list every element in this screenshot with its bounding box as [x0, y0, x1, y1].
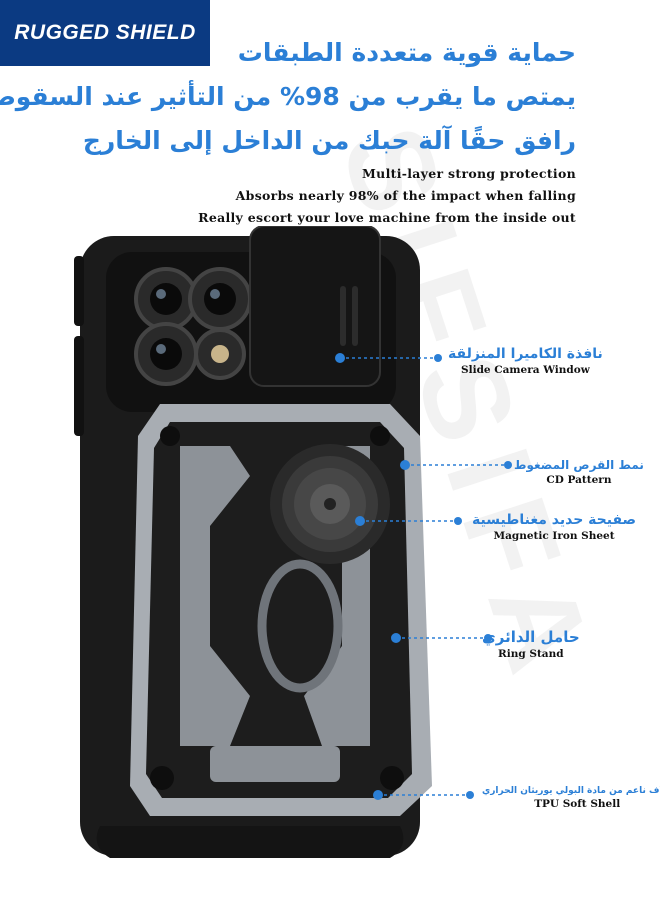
callout-label-en: Ring Stand: [498, 648, 564, 660]
armor-plate: [130, 404, 432, 816]
callout-label-ar: نمط القرص المضغوط: [514, 458, 644, 472]
callout-label-en: TPU Soft Shell: [534, 798, 621, 810]
headline-ar-1: حماية قوية متعددة الطبقات: [237, 38, 576, 67]
callout-label-ar: نافذة الكاميرا المنزلقة: [448, 346, 603, 362]
callout-slide-camera-window: نافذة الكاميرا المنزلقة Slide Camera Win…: [448, 346, 603, 376]
callout-cd-pattern: نمط القرص المضغوط CD Pattern: [514, 458, 644, 486]
brand-badge: RUGGED SHIELD: [0, 0, 210, 66]
headline-en-3: Really escort your love machine from the…: [198, 210, 576, 225]
brand-badge-label: RUGGED SHIELD: [14, 21, 196, 44]
callout-label-en: Slide Camera Window: [461, 364, 590, 376]
phone-case-image: [74, 226, 432, 858]
callout-label-ar: صفيحة حديد مغناطيسية: [472, 512, 637, 528]
callout-tpu-soft-shell: غلاف ناعم من مادة البولي يوريثان الحراري…: [482, 786, 660, 810]
cd-pattern-ring: [270, 444, 390, 564]
callout-ring-stand: حامل الدائري Ring Stand: [482, 628, 580, 660]
callout-label-en: CD Pattern: [546, 474, 612, 486]
callout-label-ar: حامل الدائري: [482, 628, 580, 646]
slide-camera-window: [249, 226, 381, 387]
callout-label-ar: غلاف ناعم من مادة البولي يوريثان الحراري: [482, 786, 660, 796]
headline-en-1: Multi-layer strong protection: [362, 166, 576, 181]
callout-label-en: Magnetic Iron Sheet: [493, 530, 615, 542]
headline-ar-3: رافق حقًا آلة حبك من الداخل إلى الخارج: [82, 126, 576, 155]
camera-lenses: [134, 267, 252, 386]
ring-stand: [257, 559, 343, 693]
headline-en-2: Absorbs nearly 98% of the impact when fa…: [235, 188, 576, 203]
callout-magnetic-iron-sheet: صفيحة حديد مغناطيسية Magnetic Iron Sheet: [472, 512, 636, 542]
headline-ar-2: يمتص ما يقرب من 98% من التأثير عند السقو…: [0, 82, 576, 111]
